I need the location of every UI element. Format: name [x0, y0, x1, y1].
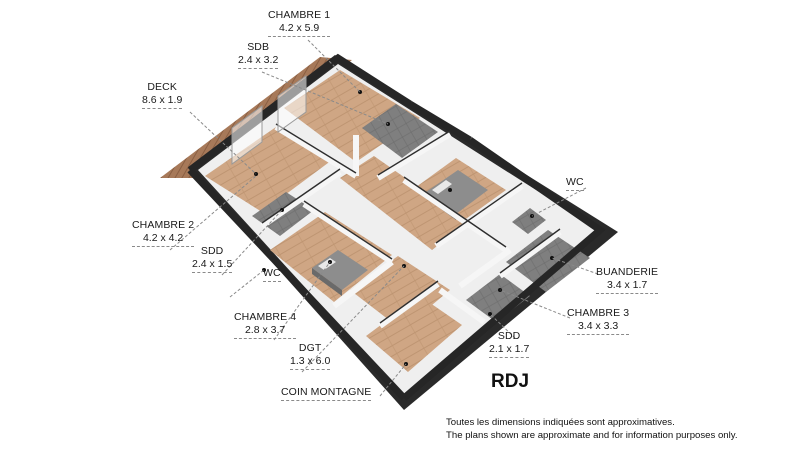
room-dims: 2.8 x 3.7 [234, 324, 297, 339]
room-dims: 2.4 x 3.2 [238, 54, 279, 69]
room-label-wc-left: WC [263, 267, 281, 282]
disclaimer-french: Toutes les dimensions indiquées sont app… [446, 417, 675, 428]
room-dims: 3.4 x 1.7 [596, 279, 659, 294]
room-name: CHAMBRE 2 [132, 219, 195, 231]
room-name: CHAMBRE 3 [567, 307, 630, 319]
room-dims: 2.1 x 1.7 [489, 343, 530, 358]
room-name: CHAMBRE 4 [234, 311, 297, 323]
room-label-wc-right: WC [566, 176, 584, 191]
room-label-sdd-right: SDD 2.1 x 1.7 [489, 330, 530, 358]
room-name: SDB [247, 41, 270, 53]
room-dims: 8.6 x 1.9 [142, 94, 183, 109]
room-dims: 1.3 x 6.0 [290, 355, 331, 370]
room-name: SDD [200, 245, 224, 257]
plan-title: RDJ [491, 371, 530, 392]
room-label-buanderie: BUANDERIE 3.4 x 1.7 [596, 266, 659, 294]
room-dims: 4.2 x 4.2 [132, 232, 195, 247]
leader-lines [169, 39, 599, 397]
room-label-sdd-left: SDD 2.4 x 1.5 [192, 245, 233, 273]
room-dims: 3.4 x 3.3 [567, 320, 630, 335]
chambre2-floor [205, 127, 332, 212]
room-name: WC [263, 267, 281, 282]
sdb-floor [362, 104, 438, 158]
room-name: DECK [147, 81, 177, 93]
wc-floor [512, 208, 546, 234]
dgt-floor [340, 156, 468, 250]
room-name: BUANDERIE [596, 266, 659, 278]
room-label-chambre4: CHAMBRE 4 2.8 x 3.7 [234, 311, 297, 339]
room-name: SDD [497, 330, 521, 342]
interior-wall-tops [261, 123, 561, 324]
room-name: WC [566, 176, 584, 191]
room-dims: 4.2 x 5.9 [268, 22, 331, 37]
deck-glass-doors [231, 75, 307, 165]
sdd-right-floor [466, 274, 530, 322]
buanderie-floor [506, 230, 590, 292]
room-name: COIN MONTAGNE [281, 386, 372, 401]
room-label-chambre2: CHAMBRE 2 4.2 x 4.2 [132, 219, 195, 247]
coin-montagne-floor [366, 296, 462, 372]
room-label-chambre3: CHAMBRE 3 3.4 x 3.3 [567, 307, 630, 335]
room-label-coin-montagne: COIN MONTAGNE [281, 386, 372, 401]
disclaimer-english: The plans shown are approximate and for … [446, 430, 738, 441]
room-dims: 2.4 x 1.5 [192, 258, 233, 273]
room-label-dgt: DGT 1.3 x 6.0 [290, 342, 331, 370]
room-label-sdb: SDB 2.4 x 3.2 [238, 41, 279, 69]
room-name: DGT [298, 342, 322, 354]
interior-walls [260, 124, 562, 329]
room-label-chambre1: CHAMBRE 1 4.2 x 5.9 [268, 9, 331, 37]
room-label-deck: DECK 8.6 x 1.9 [142, 81, 183, 109]
room-name: CHAMBRE 1 [268, 9, 331, 21]
